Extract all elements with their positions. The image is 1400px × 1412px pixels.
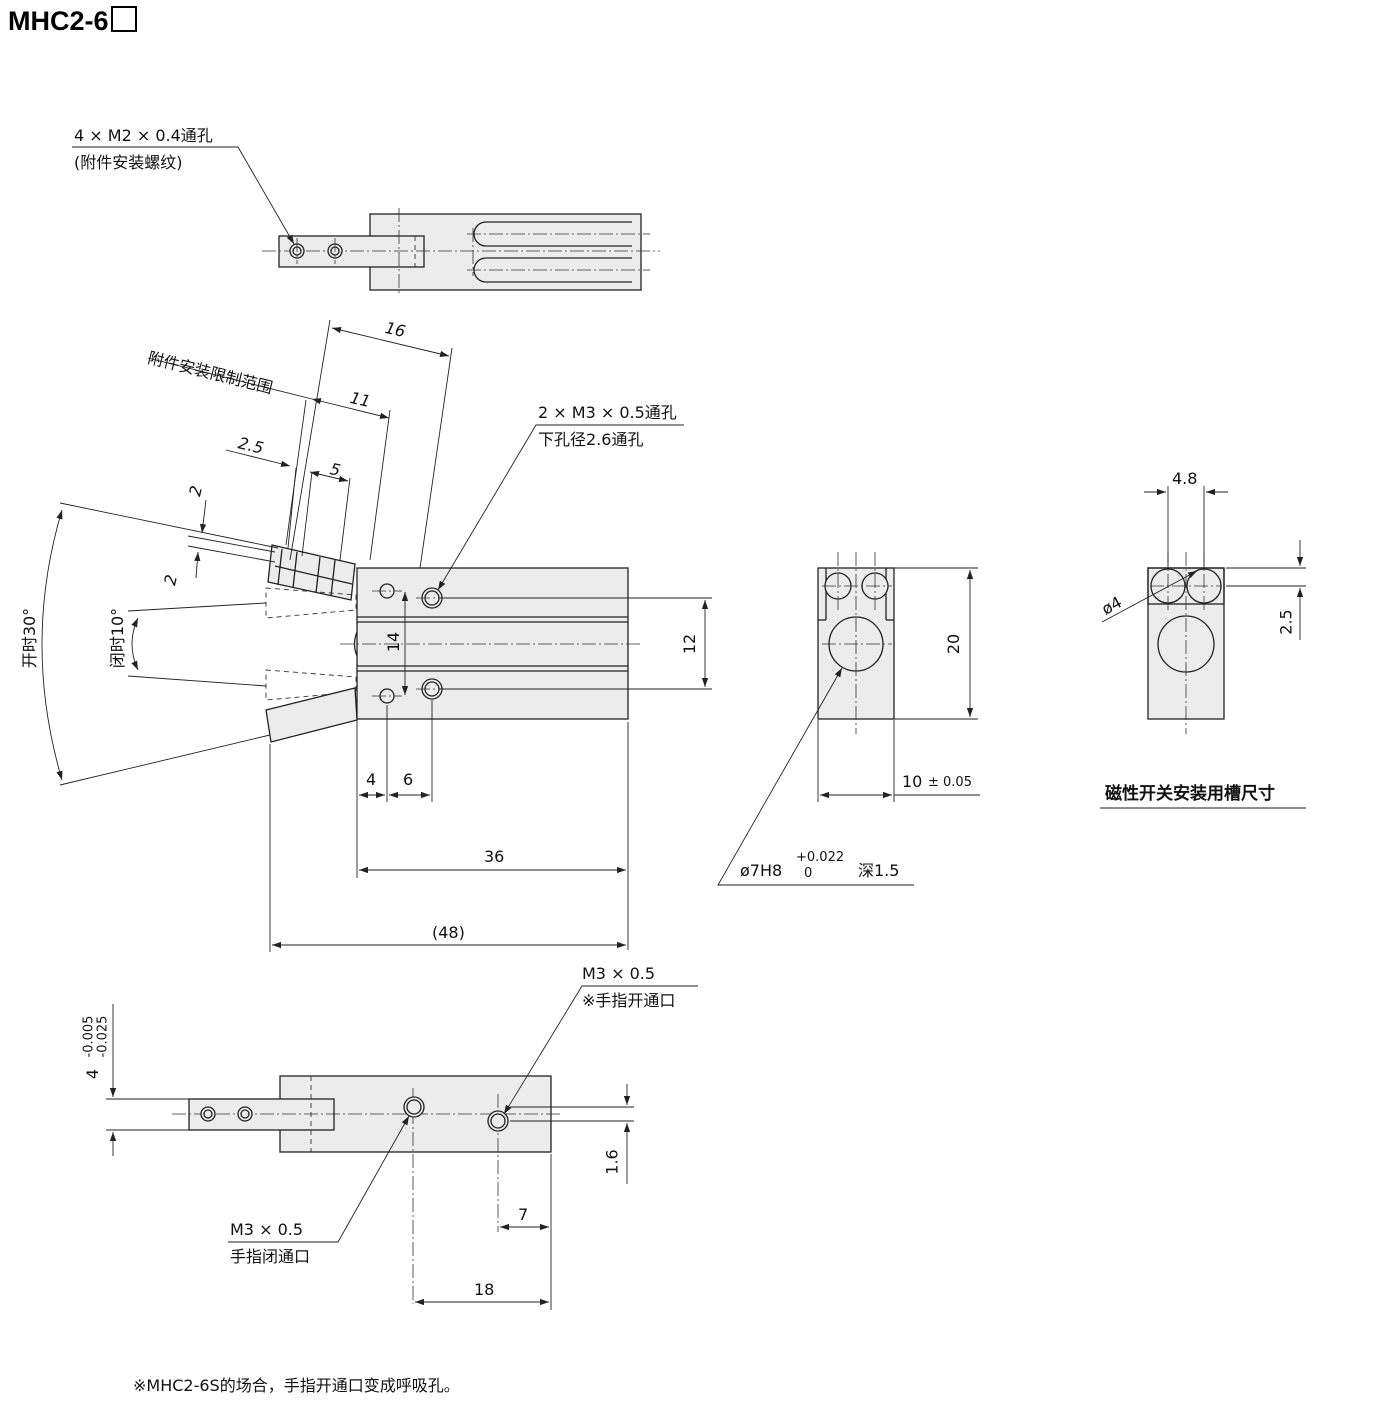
m2-hole-note: (附件安装螺纹) xyxy=(74,153,183,172)
dim-10-label: 10 xyxy=(902,772,923,791)
dim-16-line xyxy=(331,327,450,357)
dim-11-label: 11 xyxy=(348,387,373,412)
close-angle-label: 闭时10° xyxy=(108,607,128,669)
bottom-tol-upper: -0.005 xyxy=(81,1015,97,1058)
dim-20-label: 20 xyxy=(944,633,964,655)
dim-18-label: 18 xyxy=(474,1280,495,1299)
dim-1-6-label: 1.6 xyxy=(602,1149,622,1175)
side-view xyxy=(717,552,980,886)
dim-48-label: (48) xyxy=(432,923,465,942)
model-suffix-box-icon xyxy=(110,6,137,32)
open-angle-label: 开时30° xyxy=(20,607,40,669)
dim-12-label: 12 xyxy=(680,633,700,655)
leader-open-port xyxy=(503,985,698,1115)
port-note: 下孔径2.6通孔 xyxy=(538,430,644,449)
front-view xyxy=(41,319,712,952)
m2-hole-spec: 4 × M2 × 0.4通孔 xyxy=(74,126,213,145)
dim-16-label: 16 xyxy=(383,317,408,342)
port-spec: 2 × M3 × 0.5通孔 xyxy=(538,403,677,422)
dim-10-tol: ± 0.05 xyxy=(928,775,972,790)
bore-depth: 深1.5 xyxy=(858,861,900,880)
open-port-note: ※手指开通口 xyxy=(582,991,676,1010)
finger-open-lower xyxy=(265,687,358,743)
dim-11-line xyxy=(311,398,390,419)
top-view xyxy=(72,146,660,296)
close-port-spec: M3 × 0.5 xyxy=(230,1220,304,1239)
finger-open-upper xyxy=(267,544,356,601)
leader-dia4 xyxy=(1101,570,1198,623)
bottom-dim-4-label: 4 xyxy=(83,1068,103,1080)
leader-bore xyxy=(717,667,914,886)
dim-14-label: 14 xyxy=(384,631,404,653)
groove-caption: 磁性开关安装用槽尺寸 xyxy=(1105,784,1275,804)
dim-7-label: 7 xyxy=(518,1205,529,1224)
dim-4-label: 4 xyxy=(366,770,377,789)
leader-m2 xyxy=(72,146,295,245)
dim-6-label: 6 xyxy=(403,770,414,789)
limit-leader xyxy=(147,357,313,400)
leader-close-port xyxy=(228,1115,410,1243)
close-port-note: 手指闭通口 xyxy=(230,1247,311,1266)
angle-close-arc xyxy=(131,617,139,671)
groove-view xyxy=(1100,486,1306,809)
dim-2-5-groove-label: 2.5 xyxy=(1276,609,1296,635)
bottom-view xyxy=(106,985,698,1310)
dim-36-label: 36 xyxy=(484,847,505,866)
footnote: ※MHC2-6S的场合，手指开通口变成呼吸孔。 xyxy=(133,1376,460,1395)
page-title: MHC2-6 xyxy=(8,6,137,37)
bore-tol-upper: +0.022 xyxy=(796,850,845,865)
bore-tol-lower: 0 xyxy=(804,866,813,881)
bore-spec: ø7H8 xyxy=(740,861,783,880)
angle-open-arc xyxy=(41,509,63,781)
open-port-spec: M3 × 0.5 xyxy=(582,964,656,983)
leader-port xyxy=(437,424,684,591)
dim-4-8-label: 4.8 xyxy=(1172,469,1198,488)
bottom-tol-lower: -0.025 xyxy=(95,1015,111,1058)
